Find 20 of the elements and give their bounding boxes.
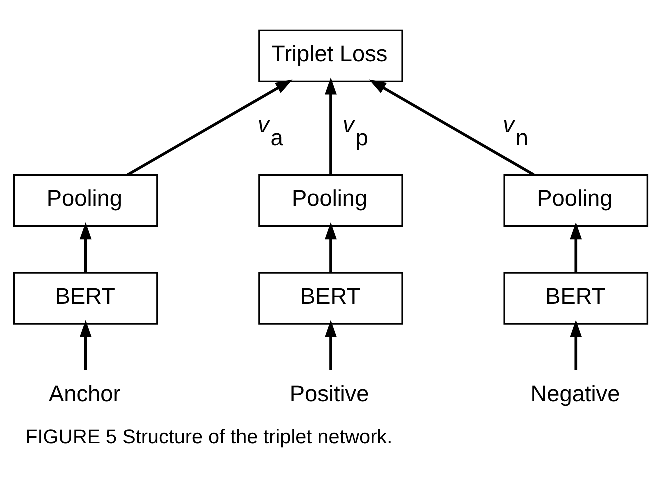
node-box: BERT xyxy=(504,272,649,325)
node-text: Negative xyxy=(530,380,620,407)
node-box: Pooling xyxy=(13,174,158,228)
node-box: Pooling xyxy=(504,174,649,228)
arrow xyxy=(325,320,337,370)
node-box: BERT xyxy=(13,272,158,325)
arrow xyxy=(127,80,293,176)
node-box: BERT xyxy=(258,272,404,325)
arrow xyxy=(570,320,582,370)
node-text: Anchor xyxy=(49,380,121,407)
caption: FIGURE 5 Structure of the triplet network. xyxy=(26,426,393,448)
node-box: Pooling xyxy=(258,174,404,228)
arrow xyxy=(80,320,92,370)
arrow xyxy=(80,222,92,273)
node-box: Triplet Loss xyxy=(258,30,404,83)
arrow xyxy=(325,222,337,273)
arrow xyxy=(325,78,337,175)
arrow xyxy=(570,222,582,273)
node-text: Positive xyxy=(290,380,370,407)
arrow xyxy=(369,80,535,176)
